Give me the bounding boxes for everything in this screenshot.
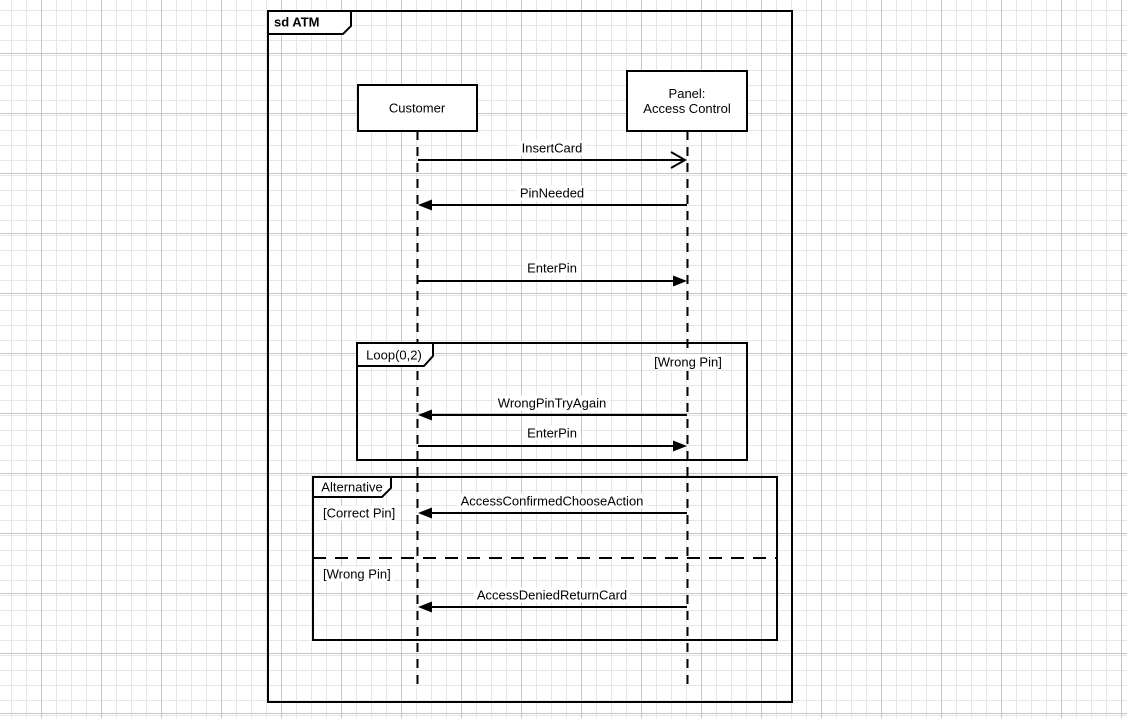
frame-title[interactable]: sd ATM <box>274 14 320 30</box>
alternative-fragment-label[interactable]: Alternative <box>321 479 383 495</box>
message-accessdenied-label[interactable]: AccessDeniedReturnCard <box>473 587 631 603</box>
alternative-fragment-label-pentagon[interactable] <box>312 476 392 498</box>
message-accessdenied-arrowhead-icon <box>418 601 432 613</box>
message-accessconfirmed-arrowhead-icon <box>418 507 432 519</box>
message-pinneeded-label[interactable]: PinNeeded <box>516 185 588 201</box>
customer-lifeline-box[interactable] <box>357 84 478 132</box>
loop-fragment-label[interactable]: Loop(0,2) <box>366 347 422 363</box>
frame-title-pentagon[interactable] <box>267 10 352 35</box>
message-enterpin1-label[interactable]: EnterPin <box>524 260 580 276</box>
panel-lifeline-box[interactable] <box>626 70 748 132</box>
loop-fragment[interactable] <box>356 342 748 461</box>
alternative-guard-wrong-pin[interactable]: [Wrong Pin] <box>320 566 394 582</box>
message-insertcard-open-arrowhead-icon <box>670 151 688 169</box>
message-wrongpintryagain-label[interactable]: WrongPinTryAgain <box>494 395 610 411</box>
message-wrongpintryagain-arrowhead-icon <box>418 409 432 421</box>
message-enterpin2-label[interactable]: EnterPin <box>524 425 580 441</box>
message-accessconfirmed-label[interactable]: AccessConfirmedChooseAction <box>457 493 647 509</box>
message-enterpin2-arrowhead-icon <box>673 440 687 452</box>
loop-guard-label[interactable]: [Wrong Pin] <box>651 354 725 370</box>
message-pinneeded-arrowhead-icon <box>418 199 432 211</box>
loop-fragment-label-pentagon[interactable] <box>356 342 434 367</box>
message-enterpin1-arrowhead-icon <box>673 275 687 287</box>
sequence-frame[interactable] <box>267 10 793 703</box>
customer-lifeline-label[interactable]: Customer <box>388 100 446 116</box>
panel-lifeline-label[interactable]: Panel: Access Control <box>643 86 731 116</box>
alternative-guard-correct-pin[interactable]: [Correct Pin] <box>320 505 399 521</box>
message-insertcard-label[interactable]: InsertCard <box>518 140 586 156</box>
